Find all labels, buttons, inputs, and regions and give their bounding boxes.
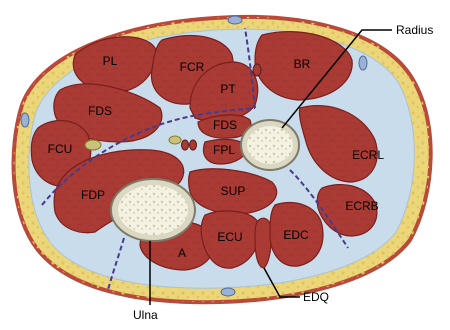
label-ecrl: ECRL <box>352 148 384 162</box>
callout-radius: Radius <box>396 23 433 37</box>
label-ecu: ECU <box>217 230 242 244</box>
label-edc: EDC <box>283 228 309 242</box>
label-ecrb: ECRB <box>345 199 378 213</box>
bone-ulna <box>111 179 195 241</box>
label-fcu: FCU <box>48 142 73 156</box>
label-a: A <box>178 246 186 260</box>
label-fcr: FCR <box>180 60 205 74</box>
callout-edq: EDQ <box>303 290 329 304</box>
label-sup: SUP <box>221 184 246 198</box>
label-fds-superficial: FDS <box>88 104 112 118</box>
label-pt: PT <box>220 82 236 96</box>
label-fpl: FPL <box>213 143 235 157</box>
label-br: BR <box>294 57 311 71</box>
label-pl: PL <box>103 54 118 68</box>
bone-radius <box>241 120 299 170</box>
label-fds-deep: FDS <box>213 118 237 132</box>
label-fdp: FDP <box>81 188 105 202</box>
callout-ulna: Ulna <box>133 308 158 322</box>
